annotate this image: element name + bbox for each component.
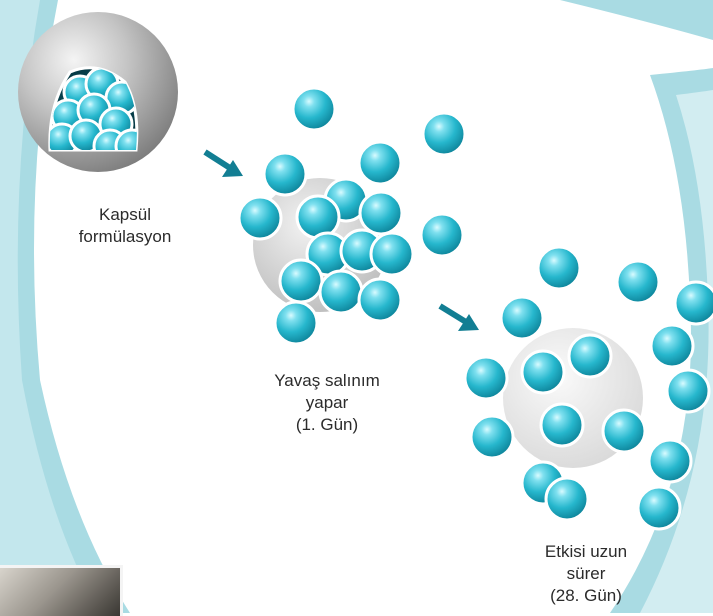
bead: [471, 416, 513, 458]
bead: [371, 233, 413, 275]
bead: [359, 279, 401, 321]
caption-capsule-formulation: Kapsül formülasyon: [25, 204, 225, 248]
bead: [501, 297, 543, 339]
arrow-stage-1-to-2: [205, 152, 243, 177]
caption-line: formülasyon: [25, 226, 225, 248]
bead: [239, 197, 281, 239]
capsule-stage-1: [18, 12, 178, 172]
bead: [603, 410, 645, 452]
caption-line: (1. Gün): [227, 414, 427, 436]
arrow-stage-2-to-3: [440, 306, 479, 331]
bead: [360, 192, 402, 234]
bead: [538, 247, 580, 289]
bead: [293, 88, 335, 130]
caption-line: yapar: [227, 392, 427, 414]
bead: [649, 440, 691, 482]
caption-line: Yavaş salınım: [227, 370, 427, 392]
bead: [651, 325, 693, 367]
bead: [280, 260, 322, 302]
bead: [667, 370, 709, 412]
bead: [423, 113, 465, 155]
bead: [275, 302, 317, 344]
bead: [359, 142, 401, 184]
bead: [320, 271, 362, 313]
caption-slow-release: Yavaş salınım yapar (1. Gün): [227, 370, 427, 436]
bead: [617, 261, 659, 303]
caption-line: Kapsül: [25, 204, 225, 226]
bead: [638, 487, 680, 529]
caption-long-lasting-effect: Etkisi uzun sürer (28. Gün): [486, 541, 686, 607]
photo-thumbnail: [0, 565, 123, 616]
caption-line: sürer: [486, 563, 686, 585]
background-band-top-right: [560, 0, 713, 40]
bead: [264, 153, 306, 195]
bead: [675, 282, 713, 324]
bead: [541, 404, 583, 446]
bead: [522, 351, 564, 393]
caption-line: Etkisi uzun: [486, 541, 686, 563]
caption-line: (28. Gün): [486, 585, 686, 607]
bead: [569, 335, 611, 377]
bead: [546, 478, 588, 520]
bead: [421, 214, 463, 256]
bead: [465, 357, 507, 399]
bead: [297, 196, 339, 238]
released-beads: [239, 88, 713, 529]
